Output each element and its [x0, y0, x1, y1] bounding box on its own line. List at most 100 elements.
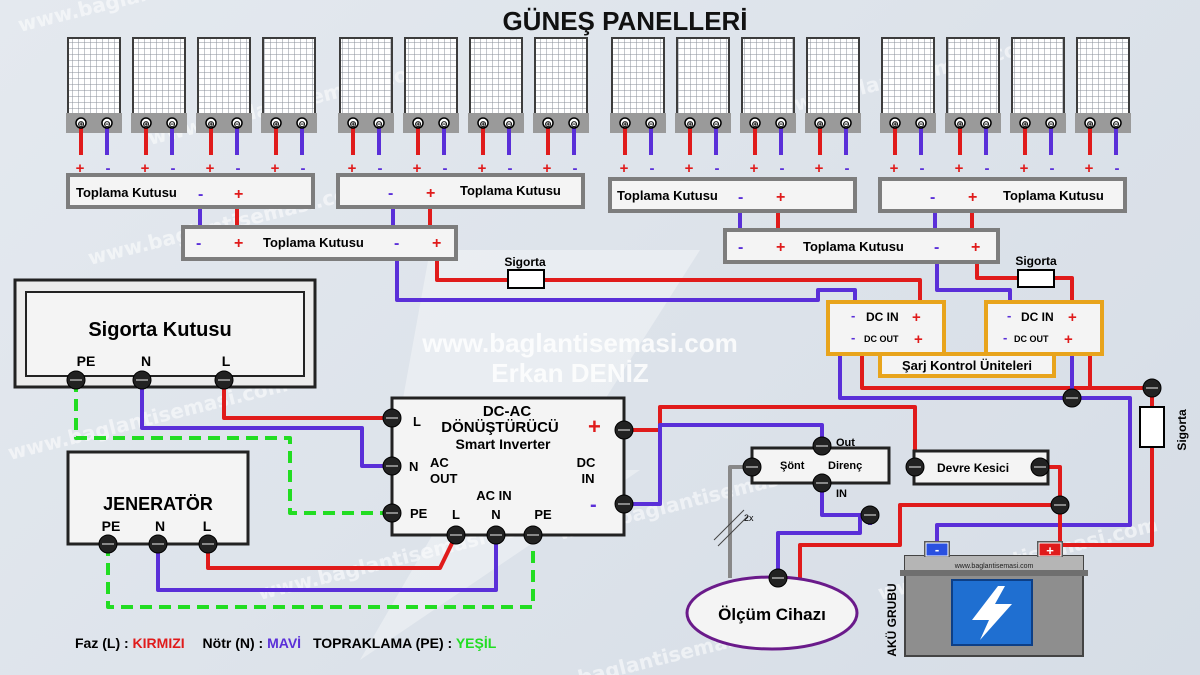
panel-positive-terminal [75, 117, 87, 129]
combiner-box-3-minus-right: - [394, 235, 399, 252]
inverter-out-pe: PE [410, 506, 428, 521]
panel-positive-terminal [1084, 117, 1096, 129]
legend-ground-color: YEŞİL [456, 635, 497, 651]
battery-lightning-icon [972, 586, 1012, 640]
wire-meter-neg [776, 515, 862, 578]
solar-panel-junction [675, 113, 731, 133]
solar-panel: ⊕⊖+- [131, 37, 187, 177]
battery-plus-terminal: + [1046, 543, 1054, 558]
panel-plus-symbol: ⊕ [414, 119, 422, 129]
panel-negative-terminal [1045, 117, 1057, 129]
terminals [66, 370, 1162, 588]
panel-minus-sign: - [378, 160, 383, 177]
panel-plus-sign: + [1085, 160, 1094, 177]
panel-minus-sign: - [301, 160, 306, 177]
panel-plus-symbol: ⊕ [816, 119, 824, 129]
legend-ground-label: TOPRAKLAMA (PE) : [313, 635, 456, 651]
panel-positive-terminal [954, 117, 966, 129]
combiner-box-4-minus: - [738, 189, 743, 206]
solar-panel-junction [945, 113, 1001, 133]
panel-minus-sign: - [236, 160, 241, 177]
cc1-out-minus: - [851, 330, 855, 345]
shunt-label-left: Şönt [780, 460, 805, 472]
solar-panel-frame [339, 37, 393, 119]
fuse-1-label: Sigorta [504, 255, 546, 269]
panel-minus-sign: - [780, 160, 785, 177]
combiner-box-4: Toplama Kutusu - + [608, 177, 857, 213]
solar-panel-junction [338, 113, 394, 133]
diagram-title: GÜNEŞ PANELLERİ [502, 6, 747, 36]
solar-panel: ⊕⊖+- [468, 37, 524, 177]
panel-minus-sign: - [171, 160, 176, 177]
combiner-box-6-minus-right: - [934, 239, 939, 256]
solar-panel: ⊕⊖+- [675, 37, 731, 177]
combiner-box-2-plus: + [426, 185, 435, 202]
solar-panel-junction [1075, 113, 1131, 133]
combiner-box-6-plus-left: + [776, 239, 785, 256]
solar-panel-frame [262, 37, 316, 119]
wire-fusebox-pe [74, 380, 392, 515]
wire-gen-n [156, 535, 498, 592]
combiner-box-5-plus: + [968, 189, 977, 206]
panel-minus-sign: - [573, 160, 578, 177]
combiner-box-3-minus-left: - [196, 235, 201, 252]
combiner-box-6-label: Toplama Kutusu [803, 239, 904, 254]
inverter-title-1: DC-AC [483, 403, 531, 420]
solar-panel: ⊕⊖+- [338, 37, 394, 177]
solar-panel-junction [1010, 113, 1066, 133]
panel-positive-terminal [1019, 117, 1031, 129]
solar-panel: ⊕⊖+- [261, 37, 317, 177]
panel-minus-symbol: ⊖ [777, 119, 785, 129]
solar-panel: ⊕⊖+- [945, 37, 1001, 177]
combiner-box-5: - + Toplama Kutusu [878, 177, 1127, 213]
meter-cable-note: 2x [744, 513, 754, 523]
inverter-out-n: N [409, 459, 418, 474]
battery-brand: www.baglantisemasi.com [954, 563, 1034, 570]
solar-panel: ⊕⊖+- [610, 37, 666, 177]
panel-plus-symbol: ⊕ [621, 119, 629, 129]
panel-plus-sign: + [685, 160, 694, 177]
panel-minus-symbol: ⊖ [233, 119, 241, 129]
panel-negative-terminal [296, 117, 308, 129]
solar-panel-junction [610, 113, 666, 133]
panel-plus-sign: + [815, 160, 824, 177]
shunt-in-label: IN [836, 488, 847, 500]
panel-minus-sign: - [106, 160, 111, 177]
charge-controller-1: - DC IN + - DC OUT + [826, 300, 946, 356]
panel-plus-symbol: ⊕ [891, 119, 899, 129]
panel-positive-terminal [205, 117, 217, 129]
panel-minus-sign: - [715, 160, 720, 177]
panel-plus-symbol: ⊕ [544, 119, 552, 129]
panel-minus-sign: - [985, 160, 990, 177]
panel-negative-terminal [980, 117, 992, 129]
wire-inverter-dc-neg [624, 423, 824, 506]
solar-panel-junction [66, 113, 122, 133]
charge-controllers-label-text: Şarj Kontrol Üniteleri [902, 358, 1032, 373]
panel-plus-sign: + [206, 160, 215, 177]
panel-plus-sign: + [141, 160, 150, 177]
legend-neutral-label: Nötr (N) : [203, 635, 268, 651]
panel-minus-sign: - [845, 160, 850, 177]
panel-positive-terminal [477, 117, 489, 129]
panel-minus-sign: - [508, 160, 513, 177]
watermark-strip: www.baglantisemasi.com [15, 0, 300, 37]
panel-positive-terminal [684, 117, 696, 129]
solar-panel-junction [403, 113, 459, 133]
panel-plus-symbol: ⊕ [142, 119, 150, 129]
wire-legend: Faz (L) : KIRMIZI Nötr (N) : MAVİ TOPRAK… [75, 635, 497, 651]
inverter-ac-out-2: OUT [430, 471, 458, 486]
panel-minus-symbol: ⊖ [982, 119, 990, 129]
combiner-box-4-plus: + [776, 189, 785, 206]
cc2-out-minus: - [1003, 330, 1007, 345]
combiner-box-6-minus-left: - [738, 239, 743, 256]
panel-positive-terminal [889, 117, 901, 129]
inverter-minus: - [590, 494, 597, 516]
inverter-ac-in: AC IN [476, 488, 511, 503]
panel-minus-symbol: ⊖ [298, 119, 306, 129]
panel-negative-terminal [568, 117, 580, 129]
inverter: DC-AC DÖNÜŞTÜRÜCÜ Smart Inverter L N PE … [390, 396, 626, 537]
fuse-2: Sigorta [1015, 254, 1057, 288]
solar-panel-junction [196, 113, 252, 133]
meter-cable-hatch [713, 509, 745, 541]
